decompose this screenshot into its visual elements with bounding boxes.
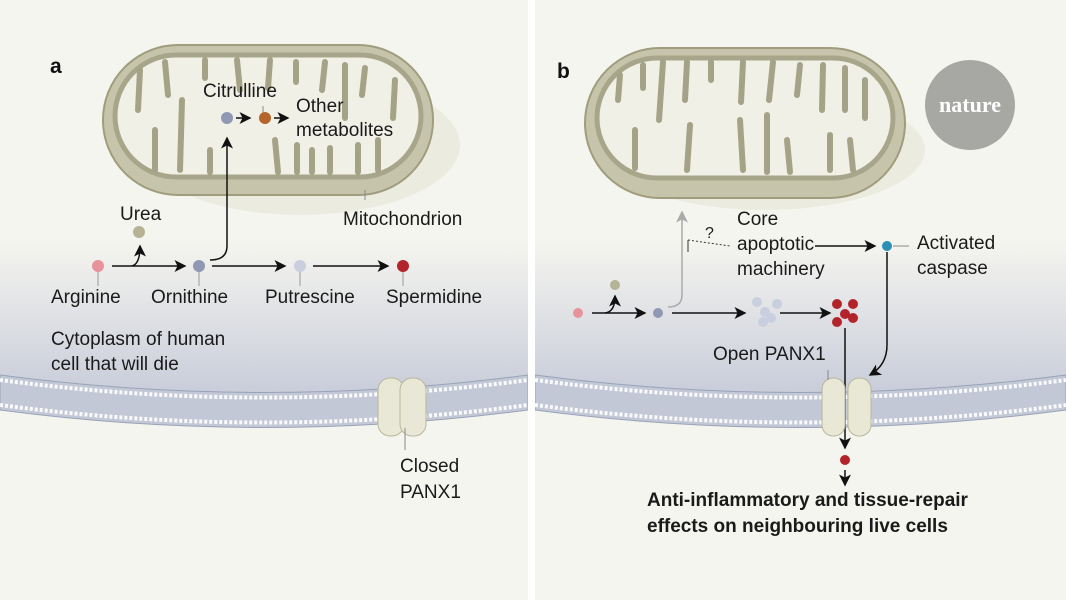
label-apoptotic: apoptotic xyxy=(737,234,815,255)
cytoplasm xyxy=(535,240,1066,393)
arrow-urea xyxy=(131,244,146,267)
label-ornithine: Ornithine xyxy=(151,287,229,308)
putrescine-cluster xyxy=(752,297,782,327)
urea-molecule xyxy=(133,226,145,238)
open-panx1-channel xyxy=(821,370,872,437)
panel-b-graphics xyxy=(535,47,1066,487)
label-cytoplasm-2: cell that will die xyxy=(51,354,179,375)
label-caspase: caspase xyxy=(917,258,988,279)
label-question: ? xyxy=(705,225,714,242)
arrow-caspase-panx1 xyxy=(868,252,888,376)
arginine-molecule xyxy=(573,308,583,318)
cell-membrane xyxy=(535,374,1066,428)
label-arginine: Arginine xyxy=(51,287,121,308)
label-effects-1: Anti-inflammatory and tissue-repair xyxy=(647,490,968,511)
label-putrescine: Putrescine xyxy=(265,287,355,308)
caspase-molecule xyxy=(882,241,892,251)
label-spermidine: Spermidine xyxy=(386,287,483,308)
spermidine-molecule xyxy=(397,260,409,272)
panel-a-graphics xyxy=(0,44,528,450)
arrow-ornithine-mitochondrion-gray xyxy=(667,210,688,308)
label-urea: Urea xyxy=(120,204,162,225)
label-closed: Closed xyxy=(400,456,460,477)
label-metabolites: metabolites xyxy=(296,120,394,141)
panel-letter-b: b xyxy=(557,60,570,83)
label-mitochondrion: Mitochondrion xyxy=(343,209,463,230)
label-cytoplasm-1: Cytoplasm of human xyxy=(51,329,226,350)
metabolite-molecule xyxy=(259,112,271,124)
citrulline-molecule xyxy=(221,112,233,124)
ornithine-molecule xyxy=(653,308,663,318)
mitochondrion xyxy=(584,47,925,210)
panel-letter-a: a xyxy=(50,55,62,78)
label-effects-2: effects on neighbouring live cells xyxy=(647,516,948,537)
cytoplasm xyxy=(0,240,528,393)
panel-b: b nature ? Core apoptotic machinery Acti… xyxy=(535,0,1066,600)
closed-panx1-channel xyxy=(377,377,427,450)
label-other: Other xyxy=(296,96,344,117)
nature-logo: nature xyxy=(925,60,1015,150)
ornithine-molecule xyxy=(193,260,205,272)
exported-spermidine xyxy=(840,455,850,465)
label-machinery: machinery xyxy=(737,259,825,280)
putrescine-molecule xyxy=(294,260,306,272)
label-open-panx1: Open PANX1 xyxy=(713,344,826,365)
label-activated: Activated xyxy=(917,233,996,254)
spermidine-cluster xyxy=(832,299,858,327)
arrow-ornithine-citrulline xyxy=(209,136,233,261)
label-panx1: PANX1 xyxy=(400,482,461,503)
urea-molecule xyxy=(610,280,620,290)
mitochondrion xyxy=(102,44,460,215)
label-core: Core xyxy=(737,209,779,230)
panel-a: a Citrulline Other metabolites Mitochond… xyxy=(0,0,528,600)
label-citrulline: Citrulline xyxy=(203,81,277,102)
arginine-molecule xyxy=(92,260,104,272)
